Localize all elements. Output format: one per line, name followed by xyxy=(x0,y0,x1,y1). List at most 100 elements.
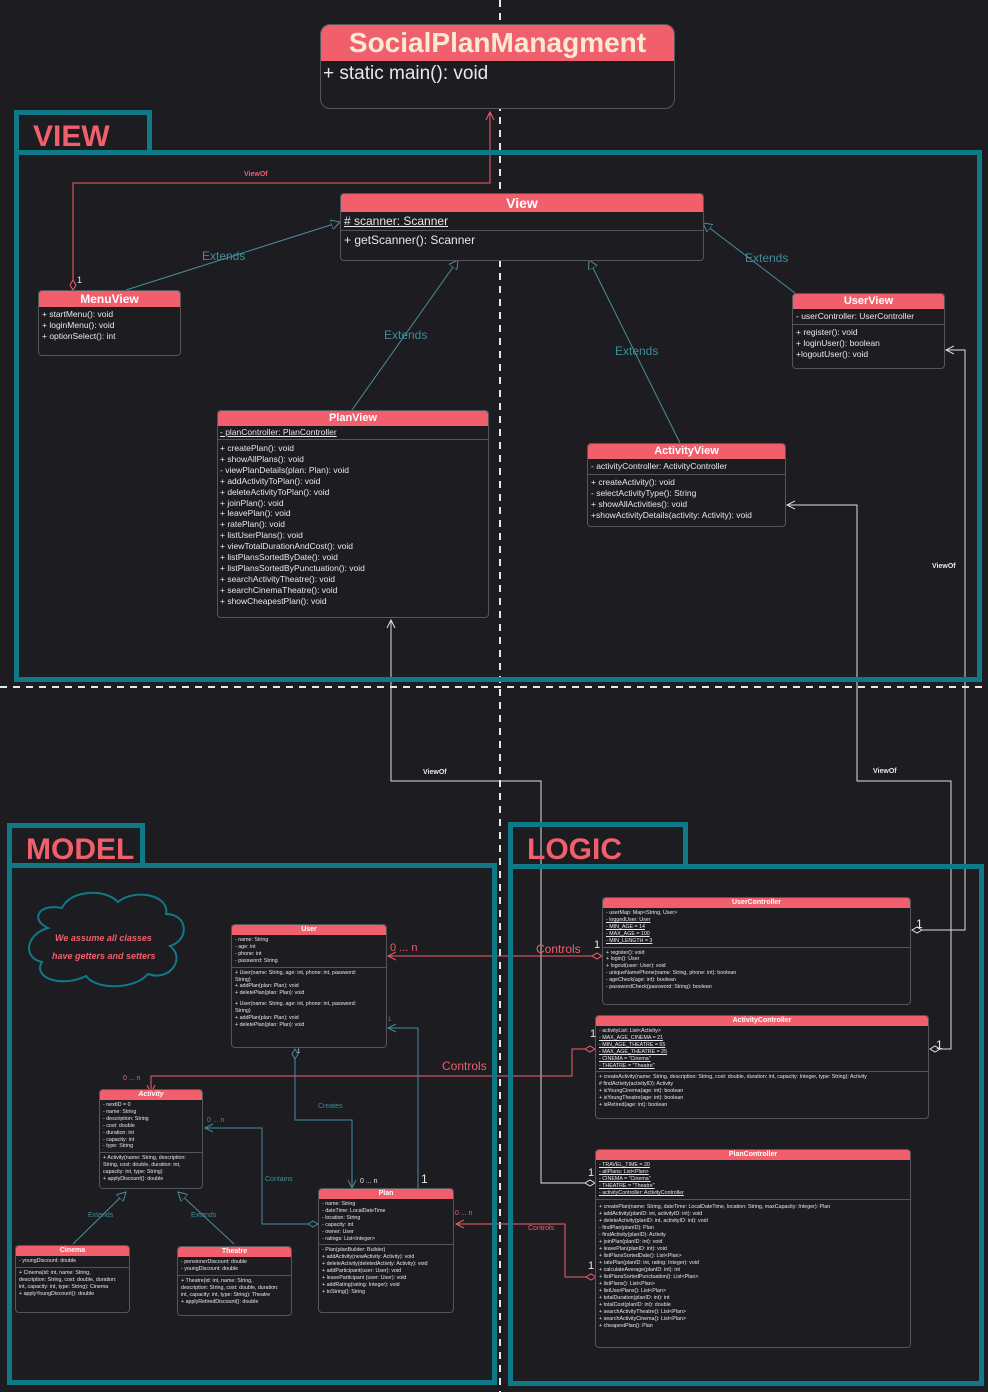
label-zeron-plan-creates: 0 ... n xyxy=(360,1178,378,1185)
member-line: + cheapestPlan(): Plan xyxy=(599,1322,653,1329)
package-logic xyxy=(508,864,984,1386)
label-one-usercontroller: 1 xyxy=(916,917,923,931)
member-line: + Cinema(id: int, name: String, xyxy=(19,1269,91,1276)
member-line: + startMenu(): void xyxy=(42,309,114,319)
package-logic-tab: LOGIC xyxy=(508,822,688,867)
class-planview[interactable]: PlanView - planController: PlanControlle… xyxy=(217,410,489,618)
label-zeron-activity: 0 ... n xyxy=(123,1075,141,1082)
member-line: - MAX_AGE_THEATRE = 25 xyxy=(599,1048,668,1055)
note-cloud xyxy=(28,891,185,988)
member-line: - description: String xyxy=(103,1115,149,1122)
class-activity[interactable]: Activity - nextID = 0- name: String- des… xyxy=(99,1089,203,1189)
member-line: + addParticipant(user: User): void xyxy=(322,1268,402,1275)
member-line: + register(): void xyxy=(606,949,645,956)
class-activitycontroller[interactable]: ActivityController - activityList: List<… xyxy=(595,1015,929,1119)
member-line: - pensionerDiscount: double xyxy=(181,1259,247,1265)
class-theatre[interactable]: Theatre - pensionerDiscount: double- you… xyxy=(177,1246,292,1316)
member-line: + addRating(rating: Integer): void xyxy=(322,1281,400,1288)
label-one-plan-assoc: 1 xyxy=(421,1172,428,1186)
member-line: - phone: int xyxy=(235,950,262,957)
member-line: int, capacity: int, type: String): Theat… xyxy=(181,1291,271,1298)
activitycontroller-controls-activity xyxy=(151,1049,595,1093)
member-line: + createPlan(name: String, dateTime: Loc… xyxy=(599,1203,831,1210)
extends-cinema xyxy=(72,1192,126,1245)
member-line: + createActivity(name: String, descripti… xyxy=(599,1074,867,1081)
label-extends-menuview: Extends xyxy=(202,249,246,263)
member-line: + viewTotalDurationAndCost(): void xyxy=(220,541,353,552)
member-line: int, capacity: int, type: String): Cinem… xyxy=(19,1283,109,1290)
note-line1: We assume all classes xyxy=(55,933,152,943)
class-userview[interactable]: UserView - userController: UserControlle… xyxy=(792,293,945,369)
member-line: + isYoungCinema(age: int): boolean xyxy=(599,1088,684,1095)
class-planview-name: PlanView xyxy=(218,411,488,426)
extends-activityview xyxy=(589,260,681,444)
member-line: + deletePlan(plan: Plan): void xyxy=(235,990,305,997)
class-plancontroller[interactable]: PlanController - TRAVEL_TIME = 20- allPl… xyxy=(595,1149,911,1348)
member-line: - activityList: List<Activity> xyxy=(599,1028,661,1034)
member-line: + listPlansSortedDate(): List<Plan> xyxy=(599,1252,682,1259)
member-line: + logout(user: User): void xyxy=(606,963,666,970)
member-line: + addPlan(plan: Plan): void xyxy=(235,1015,299,1022)
member-line: + addActivityToPlan(): void xyxy=(220,475,321,486)
class-usercontroller[interactable]: UserController - userMap: Map<String, Us… xyxy=(602,897,911,1005)
member-line: - viewPlanDetails(plan: Plan): void xyxy=(220,464,349,475)
member-line: - capacity: int xyxy=(103,1136,135,1143)
member-line: + leavePlan(planID: int): void xyxy=(599,1245,667,1252)
class-usercontroller-name: UserController xyxy=(603,898,910,908)
member-line: - activityController: ActivityController xyxy=(591,461,728,471)
plan-contains-activity xyxy=(205,1128,318,1224)
activitycontroller-viewof-activityview xyxy=(787,505,952,1049)
member-line: + showCheapestPlan(): void xyxy=(220,595,327,606)
member-line: + searchActivityTheatre(): void xyxy=(220,573,336,584)
class-plan[interactable]: Plan - name: String- dateTime: LocalDate… xyxy=(318,1188,454,1313)
member-line: + searchCinemaTheatre(): void xyxy=(220,584,338,595)
member-line: - name: String xyxy=(322,1201,356,1207)
class-main[interactable]: SocialPlanManagment + static main(): voi… xyxy=(320,24,675,109)
class-menuview[interactable]: MenuView + startMenu(): void+ loginMenu(… xyxy=(38,290,181,356)
class-userview-name: UserView xyxy=(793,294,944,309)
member-line: + totalCost(planID: int): double xyxy=(599,1301,671,1308)
class-user[interactable]: User - name: String- age: int- phone: in… xyxy=(231,924,387,1048)
member-line: + isRetired(age: int): boolean xyxy=(599,1102,668,1109)
member-line: String, cost: double, duration: int, xyxy=(103,1162,181,1169)
member-line: - location: String xyxy=(322,1214,361,1221)
member-line: - Plan(planBuilder: Builder) xyxy=(322,1247,386,1254)
label-viewof-userview: ViewOf xyxy=(932,563,956,570)
class-view[interactable]: View # scanner: Scanner + getScanner(): … xyxy=(340,193,704,261)
class-main-name: SocialPlanManagment xyxy=(321,25,674,61)
package-model xyxy=(7,863,497,1385)
label-creates: Creates xyxy=(318,1103,343,1110)
class-activityview[interactable]: ActivityView - activityController: Activ… xyxy=(587,443,786,527)
member-line: - name: String xyxy=(103,1108,137,1115)
member-line: +showActivityDetails(activity: Activity)… xyxy=(591,510,752,520)
member-line: - duration: int xyxy=(103,1129,134,1136)
member-line: + listPlansSortedByPunctuation(): void xyxy=(220,562,365,573)
member-line: + toString(): String xyxy=(322,1288,366,1295)
member-line: + calculateAverage(planID: int): int xyxy=(599,1266,681,1273)
member-line: - dateTime: LocalDateTime xyxy=(322,1207,386,1214)
planview-attr-0: - planController: PlanController xyxy=(220,427,337,437)
member-line: - owner: User xyxy=(322,1228,354,1235)
member-line: + applyRetiredDiscount(): double xyxy=(181,1298,259,1305)
member-line: + ratePlan(planID: int, rating: Integer)… xyxy=(599,1259,699,1266)
class-cinema[interactable]: Cinema - youngDiscount: double + Cinema(… xyxy=(15,1245,130,1313)
label-one-viewof-plan: 1 xyxy=(588,1167,595,1179)
label-controls-plan: Controls xyxy=(528,1225,555,1232)
member-line: + loginMenu(): void xyxy=(42,320,115,330)
class-activityview-name: ActivityView xyxy=(588,444,785,459)
class-plan-name: Plan xyxy=(319,1189,453,1199)
member-line: - type: String xyxy=(103,1143,134,1150)
member-line: - THEATRE = "Theatre" xyxy=(599,1062,655,1069)
member-line: - MAX_AGE_CINEMA = 21 xyxy=(599,1034,664,1041)
member-line: + showAllActivities(): void xyxy=(591,499,688,509)
member-line: + register(): void xyxy=(796,327,858,337)
label-contains: Contains xyxy=(265,1176,293,1183)
member-line: + searchActivityTheatre(): List<Plan> xyxy=(599,1308,686,1315)
class-user-name: User xyxy=(232,925,386,935)
member-line: + addActivity(planID: int, activityID: i… xyxy=(599,1210,703,1217)
class-menuview-name: MenuView xyxy=(39,291,180,307)
extends-userview xyxy=(703,223,796,294)
member-line: + Activity(name: String, description: xyxy=(103,1155,186,1162)
menuview-viewof-main xyxy=(73,112,490,290)
label-viewof-main: ViewOf xyxy=(244,171,268,178)
